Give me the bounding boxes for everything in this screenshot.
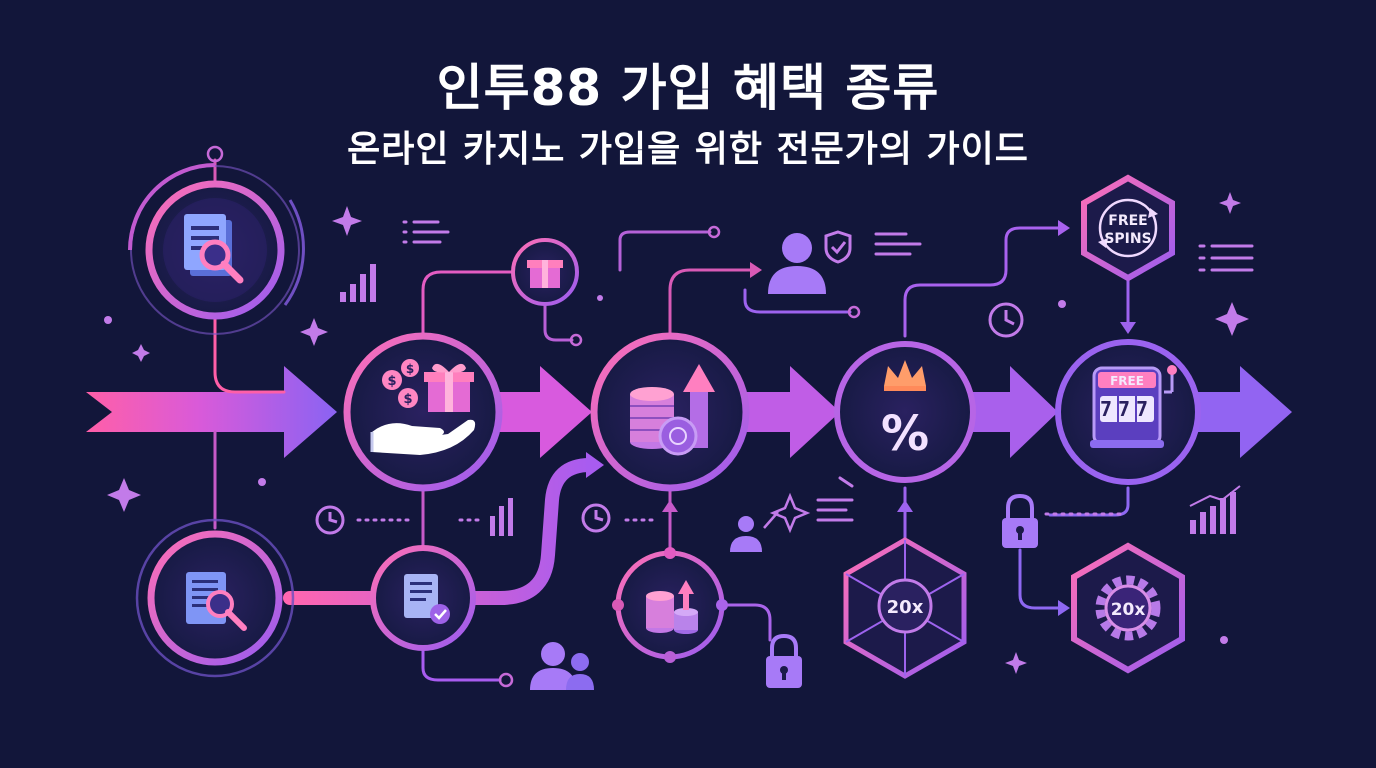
- coins-arrow-icon: [646, 580, 698, 634]
- user-icon: [730, 511, 779, 552]
- clock-icon: [315, 505, 345, 535]
- connector-dots: [206, 145, 861, 688]
- wager-hexagon-left: [843, 537, 967, 679]
- sparkle-icon: [1005, 652, 1027, 674]
- deposit-bonus-node: [590, 332, 750, 492]
- free-spins-node: [1055, 339, 1201, 485]
- connector-arrowheads: [662, 220, 1136, 616]
- svg-text:$: $: [387, 374, 396, 389]
- document-check-icon: [404, 574, 450, 624]
- wager-left-label: 20x: [887, 597, 924, 618]
- bar-chart-icon: [490, 498, 513, 536]
- start-node: [128, 163, 305, 335]
- page-subtitle: 온라인 카지노 가입을 위한 전문가의 가이드: [347, 129, 1029, 170]
- document-check-node: [370, 545, 476, 651]
- crown-percent-icon: %: [881, 360, 929, 462]
- free-spins-badge-top: FREE: [1108, 213, 1147, 229]
- list-lines-icon: [1198, 244, 1254, 272]
- sparkle-icon: [332, 206, 362, 236]
- wager-hexagon-right: [1071, 542, 1185, 674]
- gear-icon: [1095, 575, 1161, 641]
- coin-stack-arrow-icon: [630, 364, 715, 456]
- connector-lines: [213, 158, 1130, 682]
- lock-icon: [766, 633, 802, 688]
- coins-node: [612, 547, 728, 663]
- sparkle-icon: [1215, 302, 1249, 336]
- wager-right-label: 20x: [1111, 600, 1146, 620]
- svg-text:$: $: [403, 392, 412, 407]
- slot-digits-label: 777: [1100, 397, 1154, 421]
- users-group-icon: [530, 642, 594, 690]
- list-lines-icon: [402, 220, 450, 244]
- lock-icon: [1002, 493, 1038, 548]
- clock-icon: [581, 503, 611, 533]
- sparkle-icon: [132, 344, 150, 362]
- document-search-small-icon: [186, 572, 247, 631]
- badge-labels: FREE SPINS FREE 777 20x 20x: [887, 213, 1154, 620]
- sparkle-icon: [1219, 192, 1241, 214]
- bonus-pipe: [283, 458, 597, 605]
- bar-chart-icon: [1189, 485, 1241, 534]
- document-review-node: [135, 518, 295, 678]
- slot-machine-icon: [1090, 365, 1177, 448]
- user-shield-icon: [768, 230, 852, 294]
- sparkle-icon: [769, 492, 811, 534]
- gift-badge: [511, 238, 579, 306]
- main-flow-arrows: [86, 366, 1292, 458]
- document-search-icon: [184, 214, 244, 284]
- flow-arrow-2: [490, 366, 592, 458]
- svg-text:%: %: [881, 406, 929, 462]
- svg-text:$: $: [406, 362, 414, 376]
- free-spins-badge-bottom: SPINS: [1104, 231, 1151, 247]
- flow-arrow-5: [1196, 366, 1292, 458]
- flow-arrow-1: [86, 366, 337, 458]
- welcome-bonus-node: $ $ $: [343, 332, 503, 492]
- decorations: [104, 192, 1254, 690]
- vip-rebate-node: %: [834, 341, 976, 483]
- list-lines-icon: [816, 476, 854, 522]
- bar-chart-icon: [340, 264, 376, 302]
- slot-free-label: FREE: [1110, 374, 1144, 388]
- page-title: 인투88 가입 혜택 종류: [436, 59, 940, 117]
- sparkle-icon: [300, 318, 328, 346]
- free-spins-badge: [1081, 174, 1175, 282]
- flow-arrow-4: [972, 366, 1058, 458]
- list-lines-icon: [874, 232, 922, 256]
- clock-icon: [988, 302, 1024, 338]
- flow-arrow-3: [742, 366, 840, 458]
- gift-money-hand-icon: $ $ $: [370, 359, 476, 455]
- sparkle-icon: [107, 478, 141, 512]
